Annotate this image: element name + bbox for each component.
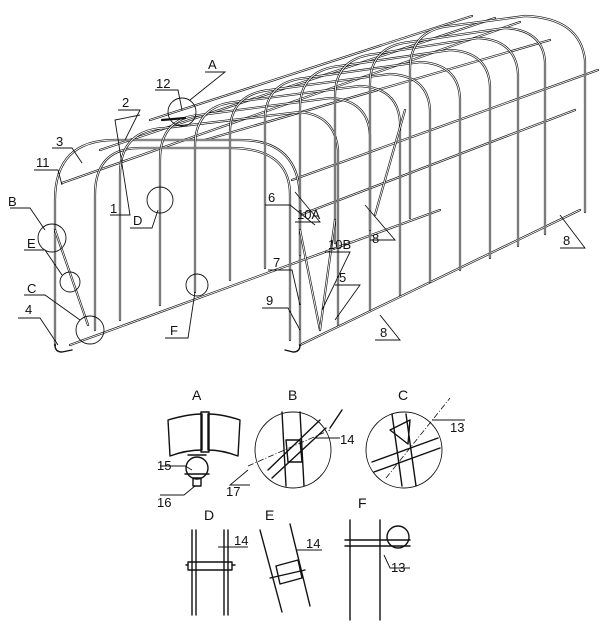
- label-1: 1: [110, 201, 117, 216]
- callout-e: E: [27, 236, 36, 251]
- part-labels: 1 2 3 4 5 6 7 8 8 8 9 10A 10B 11 12: [25, 76, 570, 340]
- callout-a: A: [208, 57, 217, 72]
- label-7: 7: [273, 255, 280, 270]
- detail-f: F 13: [344, 495, 411, 621]
- leader-lines: [10, 71, 586, 346]
- frame-structure: [53, 14, 600, 353]
- callout-d: D: [133, 213, 142, 228]
- label-4: 4: [25, 302, 32, 317]
- label-9: 9: [266, 293, 273, 308]
- detail-b: B 14 17: [226, 387, 354, 499]
- detail-caption-c: C: [398, 387, 408, 403]
- label-14-b: 14: [340, 432, 354, 447]
- detail-caption-b: B: [288, 387, 297, 403]
- detail-caption-d: D: [204, 507, 214, 523]
- detail-c: C 13: [365, 387, 465, 489]
- label-12: 12: [156, 76, 170, 91]
- label-15: 15: [157, 458, 171, 473]
- detail-a: A 15 16: [157, 387, 241, 510]
- label-16: 16: [157, 495, 171, 510]
- callout-f: F: [170, 323, 178, 338]
- label-6: 6: [268, 190, 275, 205]
- label-13-f: 13: [391, 560, 405, 575]
- detail-callout-circles: [37, 97, 209, 345]
- detail-d: D 14: [185, 507, 248, 616]
- label-8-lower: 8: [380, 325, 387, 340]
- label-14-e: 14: [306, 536, 320, 551]
- callout-letters: A B E C D F: [8, 57, 217, 338]
- detail-caption-f: F: [358, 495, 367, 511]
- label-14-d: 14: [234, 533, 248, 548]
- label-11: 11: [36, 155, 50, 170]
- label-13-c: 13: [450, 420, 464, 435]
- label-2: 2: [122, 95, 129, 110]
- label-8-right: 8: [563, 233, 570, 248]
- callout-b: B: [8, 194, 17, 209]
- detail-e: E 14: [259, 507, 322, 613]
- label-17: 17: [226, 484, 240, 499]
- label-3: 3: [56, 134, 63, 149]
- detail-caption-e: E: [265, 507, 274, 523]
- detail-caption-a: A: [192, 387, 202, 403]
- label-10b: 10B: [328, 237, 351, 252]
- label-5: 5: [339, 270, 346, 285]
- callout-c: C: [27, 281, 36, 296]
- label-10a: 10A: [297, 207, 320, 222]
- label-8-upper: 8: [372, 231, 379, 246]
